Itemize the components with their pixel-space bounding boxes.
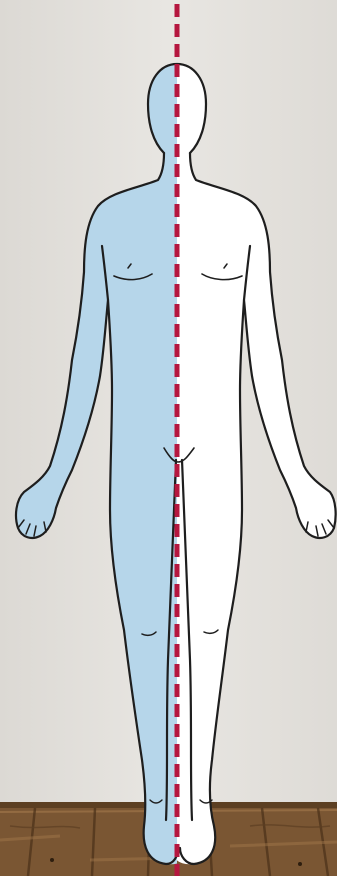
diagram-stage — [0, 0, 337, 876]
body-midline-diagram — [0, 0, 337, 876]
